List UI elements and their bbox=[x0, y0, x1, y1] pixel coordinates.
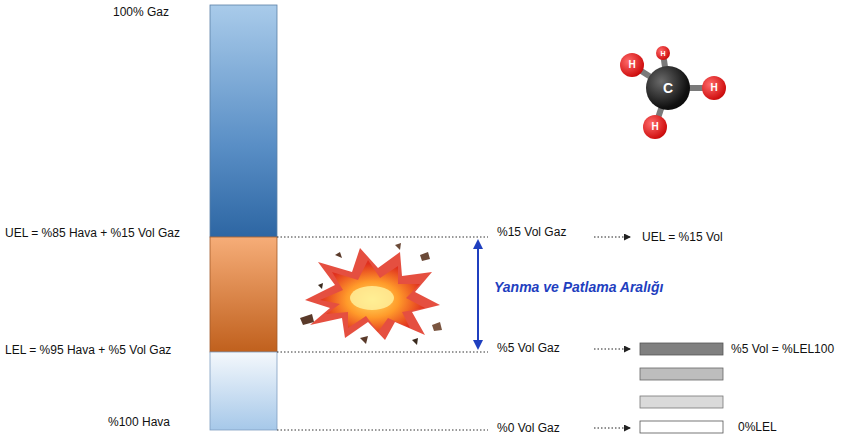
pointer-arrow bbox=[594, 237, 630, 238]
level-label: %5 Vol = %LEL100 bbox=[731, 342, 834, 356]
atom-circle: H bbox=[702, 76, 726, 100]
pointer-arrow bbox=[594, 428, 630, 429]
level-label: UEL = %15 Vol bbox=[642, 230, 723, 244]
level-label: %0 Vol Gaz bbox=[497, 421, 560, 435]
level-label: %15 Vol Gaz bbox=[497, 225, 566, 239]
level-label: UEL = %85 Hava + %15 Vol Gaz bbox=[5, 226, 180, 240]
level-label: LEL = %95 Hava + %5 Vol Gaz bbox=[5, 343, 171, 357]
atom-symbol: H bbox=[651, 122, 658, 132]
atom-circle: C bbox=[646, 66, 690, 110]
atom-circle: H bbox=[656, 46, 670, 60]
gas-segment bbox=[210, 5, 277, 237]
chemical-bond bbox=[689, 85, 703, 91]
level-line bbox=[277, 430, 488, 431]
explosion-picture bbox=[300, 243, 442, 345]
atom-circle: H bbox=[620, 53, 644, 77]
level-label: 100% Gaz bbox=[113, 5, 169, 19]
explosive-segment bbox=[210, 237, 277, 352]
atom-symbol: C bbox=[663, 81, 673, 95]
level-label: %5 Vol Gaz bbox=[497, 341, 560, 355]
atom-symbol: H bbox=[628, 60, 635, 70]
level-label: 0%LEL bbox=[738, 420, 777, 434]
level-line bbox=[277, 352, 488, 353]
atom-circle: H bbox=[643, 115, 667, 139]
lel-bar bbox=[640, 343, 723, 355]
pointer-arrow bbox=[594, 349, 630, 350]
air-segment bbox=[210, 352, 277, 430]
atom-symbol: H bbox=[660, 50, 665, 57]
atom-symbol: H bbox=[710, 83, 717, 93]
lel-bar bbox=[640, 396, 723, 408]
lel-bar bbox=[640, 368, 723, 380]
level-line bbox=[277, 237, 488, 238]
lel-bar bbox=[640, 421, 723, 433]
level-label: %100 Hava bbox=[108, 415, 170, 429]
level-label: Yanma ve Patlama Aralığı bbox=[492, 279, 665, 296]
range-arrow bbox=[477, 244, 479, 345]
